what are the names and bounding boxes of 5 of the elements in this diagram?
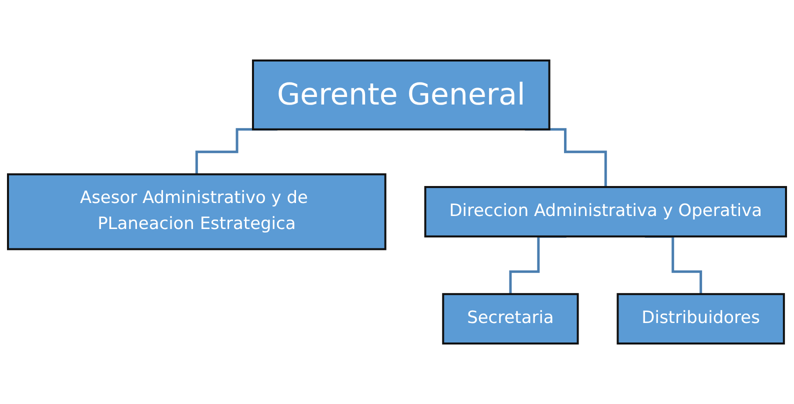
node-box: Distribuidores — [616, 293, 785, 344]
node-box: Secretaria — [442, 293, 579, 344]
node-box: Asesor Administrativo y de PLaneacion Estrategica — [6, 173, 386, 250]
node-box: Gerente General — [252, 60, 550, 130]
node-box: Direccion Administrativa y Operativa — [424, 186, 788, 238]
